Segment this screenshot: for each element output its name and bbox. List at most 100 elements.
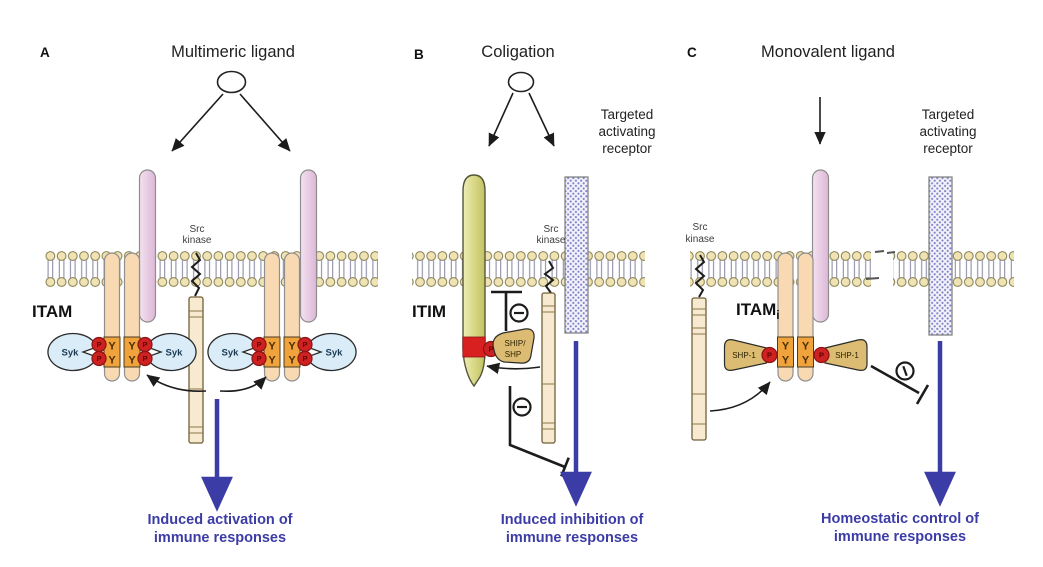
src-kinase-label: Src (693, 222, 708, 233)
phosphatase-label: SHIP/ (505, 339, 527, 348)
tyrosine: Y (108, 355, 116, 367)
itam-receptor-complex: Y Y Y Y Syk Syk P P P P (207, 252, 357, 382)
tyrosine: Y (288, 355, 296, 367)
itam-receptor-complex: Y Y Y Y Syk Syk P P P P (47, 252, 197, 382)
pink-receptor (138, 169, 157, 323)
ligand-binding-arrow (171, 93, 224, 152)
panel-letter: C (687, 45, 697, 60)
svg-text:P: P (142, 354, 147, 363)
caption: immune responses (506, 530, 638, 546)
inhibition-symbol (491, 290, 529, 331)
src-kinase-label: kinase (183, 235, 212, 246)
panel-letter: A (40, 45, 50, 60)
itam-motif-box (777, 336, 794, 368)
syk-label: Syk (326, 348, 344, 359)
panel-title: Monovalent ligand (761, 43, 895, 61)
ligand-binding-arrow (528, 92, 555, 147)
targeted-receptor-label: activating (598, 124, 655, 139)
tyrosine: Y (268, 355, 276, 367)
phosphatase-label: SHP-1 (732, 351, 756, 360)
recruitment-arrow (486, 362, 541, 375)
svg-text:P: P (488, 345, 493, 354)
pink-receptor (299, 169, 318, 323)
targeted-activating-receptor (928, 176, 953, 336)
svg-text:P: P (819, 351, 824, 360)
inhibition-symbol (508, 386, 570, 477)
itam-chain (691, 297, 707, 441)
svg-text:P: P (96, 340, 101, 349)
membrane-break-dashes (865, 250, 896, 280)
panel-letter: B (414, 47, 424, 62)
tyrosine: Y (782, 355, 790, 367)
itam-chain (188, 296, 204, 444)
motif-label-itam: ITAM (32, 302, 72, 321)
panel-a: A Multimeric ligand Src kinase Y Y Y (32, 43, 378, 546)
signaling-arrow (146, 374, 207, 392)
itim-motif-band (462, 336, 486, 358)
targeted-receptor-label: activating (919, 124, 976, 139)
caption: Homeostatic control of (821, 511, 979, 527)
ship-shp-phosphatase (492, 328, 535, 364)
svg-text:P: P (142, 340, 147, 349)
phosphatase-label: SHP (505, 350, 521, 359)
phospho-group: P P P P (91, 336, 153, 367)
targeted-activating-receptor (564, 176, 589, 334)
membrane (412, 251, 645, 287)
src-kinase-label: Src (190, 224, 205, 235)
motif-label-itim: ITIM (412, 302, 446, 321)
tyrosine: Y (802, 341, 810, 353)
svg-text:P: P (302, 354, 307, 363)
tyrosine: Y (128, 355, 136, 367)
phospho-group: P P P P (251, 336, 313, 367)
recruitment-arrow (709, 381, 771, 412)
itam-motif-box (263, 336, 281, 368)
svg-text:P: P (96, 354, 101, 363)
src-kinase-zigzag-icon (543, 260, 555, 294)
tyrosine: Y (782, 341, 790, 353)
ligand-binding-arrow (239, 93, 291, 152)
itam-motif-box (283, 336, 301, 368)
phosphatase-label: SHP-1 (835, 351, 859, 360)
itami-receptor-complex: Y Y Y Y SHP-1 SHP-1 P P (723, 252, 868, 382)
itam-motif-box (123, 336, 141, 368)
multimeric-ligand-icon (216, 70, 247, 94)
motif-label-itami: ITAMi (736, 300, 780, 322)
membrane (893, 251, 1014, 287)
targeted-receptor-label: receptor (923, 141, 973, 156)
panel-title: Multimeric ligand (171, 43, 295, 61)
targeted-receptor-label: receptor (602, 141, 652, 156)
svg-text:P: P (302, 340, 307, 349)
tyrosine: Y (802, 355, 810, 367)
targeted-receptor-label: Targeted (601, 107, 654, 122)
svg-text:P: P (256, 354, 261, 363)
caption: immune responses (154, 530, 286, 546)
phospho-group: P P (761, 346, 830, 364)
caption: immune responses (834, 529, 966, 545)
panel-c: C Monovalent ligand Targeted activating … (686, 43, 1014, 545)
pink-receptor (811, 169, 830, 323)
syk-label: Syk (166, 348, 184, 359)
src-kinase-label: kinase (686, 234, 715, 245)
membrane (45, 251, 378, 287)
panel-title: Coligation (481, 43, 554, 61)
syk-label: Syk (222, 348, 240, 359)
itam-chain (541, 292, 556, 444)
tyrosine: Y (288, 341, 296, 353)
caption: Induced inhibition of (501, 512, 644, 528)
caption: Induced activation of (147, 512, 292, 528)
ligand-binding-arrow (488, 92, 514, 147)
tyrosine: Y (128, 341, 136, 353)
coligating-ligand-icon (507, 71, 535, 93)
tyrosine: Y (108, 341, 116, 353)
targeted-receptor-label: Targeted (922, 107, 975, 122)
syk-label: Syk (62, 348, 80, 359)
itam-motif-box (103, 336, 121, 368)
src-kinase-zigzag-icon (190, 252, 202, 297)
panel-b: B Coligation Targeted activating recepto… (412, 43, 656, 546)
svg-text:P: P (767, 351, 772, 360)
src-kinase-zigzag-icon (694, 254, 706, 298)
tyrosine: Y (268, 341, 276, 353)
signaling-arrow (219, 376, 267, 393)
